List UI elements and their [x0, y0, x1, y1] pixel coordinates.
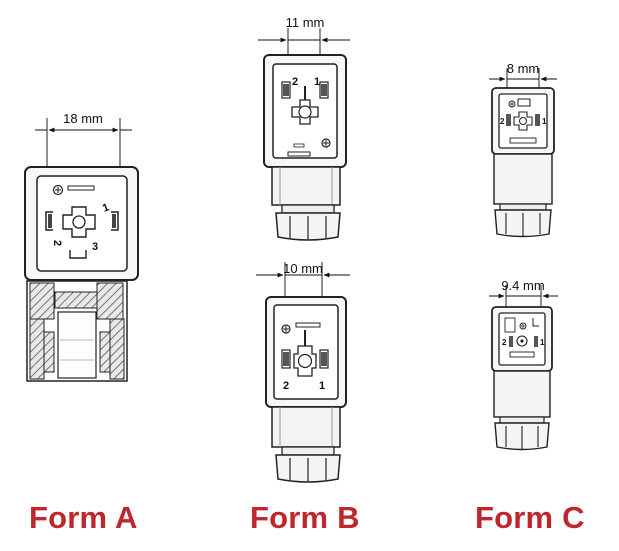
- form-b-connector-bottom: 10 mm 2 1: [256, 261, 350, 483]
- form-a-dimension-label: 18 mm: [63, 111, 103, 126]
- form-b-top-dimension-label: 11 mm: [286, 15, 325, 30]
- form-a-pin-3-label: 3: [92, 241, 98, 253]
- ground-icon: [519, 322, 527, 330]
- form-b-top-pin-1-label: 1: [314, 76, 320, 88]
- ground-icon: [52, 184, 64, 196]
- form-a-pin-2-label: 2: [51, 240, 63, 246]
- form-c-top-dimension-line: 8 mm: [489, 61, 557, 115]
- form-c-bottom-pin-1-label: 1: [540, 338, 545, 347]
- ground-icon: [508, 100, 516, 108]
- form-b-bottom-dimension-label: 10 mm: [283, 261, 323, 276]
- form-b-bottom-pin-1-label: 1: [319, 380, 325, 392]
- ground-icon: [321, 138, 331, 148]
- form-a-pin-1-label: 1: [101, 201, 111, 214]
- form-a-body-section: [26, 280, 128, 382]
- form-b-label: Form B: [250, 500, 360, 535]
- form-a-label: Form A: [29, 500, 138, 535]
- form-b-top-pin-2-label: 2: [292, 76, 298, 88]
- ground-icon: [281, 324, 291, 334]
- form-c-top-pin-1-label: 1: [542, 117, 547, 126]
- form-c-bottom-dimension-line: 9.4 mm: [489, 278, 558, 330]
- form-c-connector-bottom: 9.4 mm 2 1: [489, 278, 558, 451]
- form-c-bottom-pin-2-label: 2: [502, 338, 507, 347]
- form-b-connector-top: 11 mm 2 1: [258, 15, 350, 241]
- form-c-connector-top: 8 mm 2 1: [489, 61, 557, 238]
- form-b-bottom-pin-2-label: 2: [283, 380, 289, 392]
- form-c-bottom-dimension-label: 9.4 mm: [501, 278, 544, 293]
- form-c-top-dimension-label: 8 mm: [507, 61, 540, 76]
- form-c-top-pin-2-label: 2: [500, 117, 505, 126]
- form-a-connector: 18 mm 1 2 3: [24, 111, 139, 382]
- form-c-label: Form C: [475, 500, 585, 535]
